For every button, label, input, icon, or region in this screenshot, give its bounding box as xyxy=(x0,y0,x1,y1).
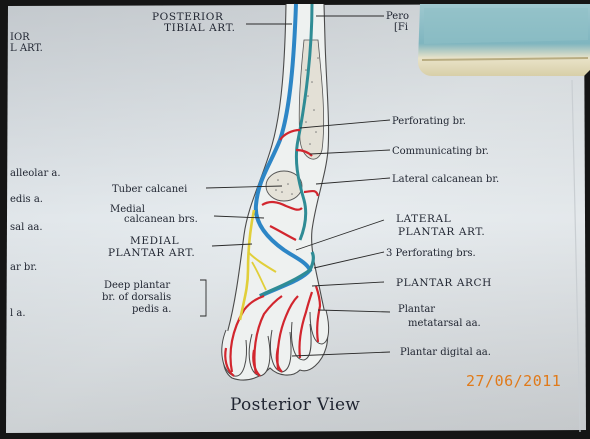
label-deep-plantar-3: pedis a. xyxy=(132,304,171,315)
label-plantar-arch: PLANTAR ARCH xyxy=(396,277,492,289)
date-stamp: 27/06/2011 xyxy=(466,372,561,390)
label-left-malleolar: alleolar a. xyxy=(10,168,61,179)
label-lateral-calcanean-br: Lateral calcanean br. xyxy=(392,174,499,185)
teal-block-object xyxy=(418,4,590,76)
label-medial-plantar-1: MEDIAL xyxy=(130,235,179,247)
label-left-cut-1: IOR xyxy=(10,32,30,43)
label-plantar-digital: Plantar digital aa. xyxy=(400,347,491,358)
label-plantar-metatarsal-2: metatarsal aa. xyxy=(408,318,481,329)
label-plantar-metatarsal-1: Plantar xyxy=(398,304,435,315)
label-left-a: l a. xyxy=(10,308,26,319)
label-pero-2: [Fi xyxy=(394,22,408,33)
label-left-arbr: ar br. xyxy=(10,262,37,273)
label-deep-plantar-2: br. of dorsalis xyxy=(102,292,171,303)
label-posterior-tibial-2: TIBIAL ART. xyxy=(164,22,236,34)
label-perforating-brs: 3 Perforating brs. xyxy=(386,248,476,259)
label-left-tarsal: sal aa. xyxy=(10,222,43,233)
label-left-cut-2: L ART. xyxy=(10,43,43,54)
label-pero-1: Pero xyxy=(386,11,409,22)
label-lateral-plantar-1: LATERAL xyxy=(396,213,451,225)
label-medial-plantar-2: PLANTAR ART. xyxy=(108,247,195,259)
label-medial-calcanean-2: calcanean brs. xyxy=(124,214,198,225)
label-lateral-plantar-2: PLANTAR ART. xyxy=(398,226,485,238)
label-perforating-br: Perforating br. xyxy=(392,116,466,127)
label-communicating-br: Communicating br. xyxy=(392,146,489,157)
caption-posterior-view: Posterior View xyxy=(230,395,360,415)
label-tuber-calcanei: Tuber calcanei xyxy=(112,184,187,195)
label-left-dorsalis: edis a. xyxy=(10,194,43,205)
bone-shaft xyxy=(299,40,323,159)
label-deep-plantar-1: Deep plantar xyxy=(104,280,170,291)
